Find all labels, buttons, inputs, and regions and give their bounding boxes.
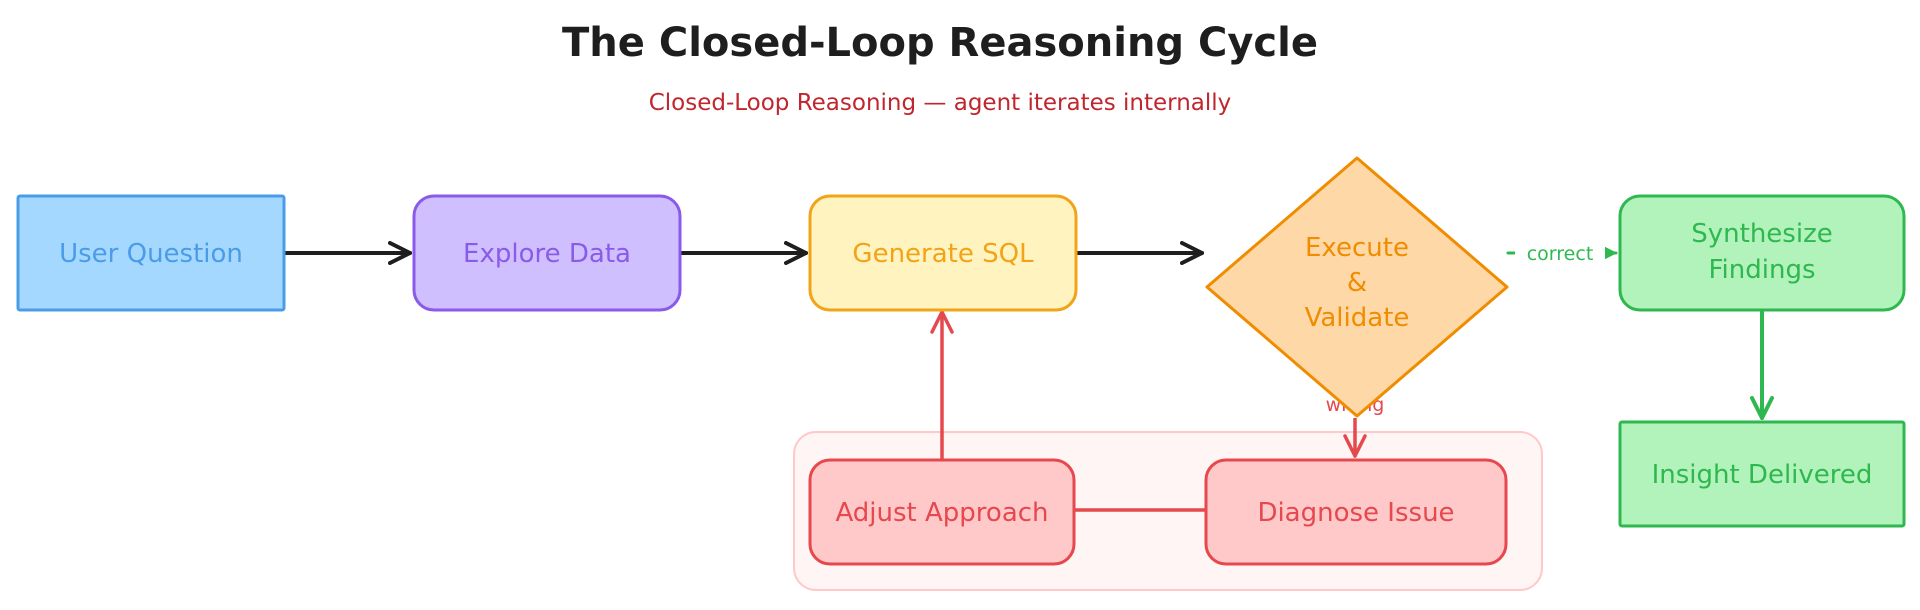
edge-label-correct: correct — [1527, 243, 1594, 265]
node-synthesize-findings — [1618, 194, 1906, 312]
diagram-title: The Closed-Loop Reasoning Cycle — [562, 20, 1318, 66]
node-explore-data — [412, 194, 682, 312]
node-execute-validate-line-2: & — [1347, 268, 1367, 298]
node-explore-data-label: Explore Data — [463, 239, 631, 269]
node-user-question-label: User Question — [59, 239, 243, 269]
node-adjust-approach — [808, 458, 1076, 566]
node-diagnose-issue-label: Diagnose Issue — [1257, 498, 1454, 528]
node-execute-validate-line-1: Execute — [1305, 233, 1409, 263]
node-synthesize-findings-line-2: Findings — [1708, 255, 1815, 285]
node-user-question — [16, 194, 286, 312]
node-insight-delivered — [1618, 420, 1906, 528]
node-insight-delivered-label: Insight Delivered — [1652, 460, 1873, 490]
node-execute-validate — [1205, 156, 1509, 418]
node-diagnose-issue — [1204, 458, 1508, 566]
node-generate-sql-label: Generate SQL — [852, 239, 1034, 269]
node-adjust-approach-label: Adjust Approach — [835, 498, 1048, 528]
node-generate-sql — [808, 194, 1078, 312]
diagram-subtitle: Closed-Loop Reasoning — agent iterates i… — [649, 90, 1232, 116]
node-execute-validate-line-3: Validate — [1305, 303, 1410, 333]
correct-label-bg — [1515, 238, 1605, 266]
node-synthesize-findings-line-1: Synthesize — [1691, 219, 1832, 249]
